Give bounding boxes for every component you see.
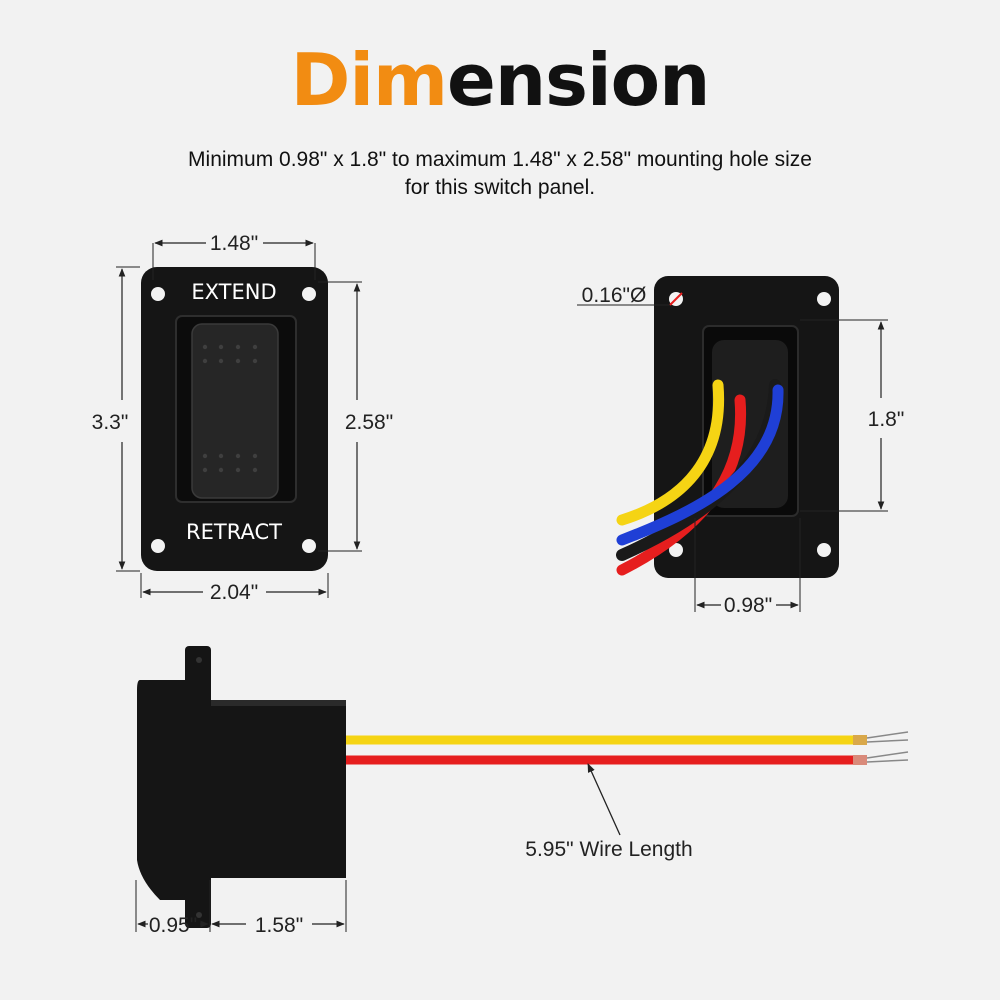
back-mount-hole-br	[817, 543, 831, 557]
back-mount-hole-bl	[669, 543, 683, 557]
page-title: Dimension	[0, 38, 1000, 122]
dim-back-width: 0.98"	[724, 594, 772, 617]
side-view: 5.95" Wire Length 0.95" 1.58"	[135, 646, 909, 937]
rocker-grip-dots	[202, 344, 258, 473]
side-switch-body	[211, 700, 346, 878]
back-wire-bundle	[616, 379, 784, 576]
front-mount-hole-br	[302, 539, 316, 553]
dim-back-height: 1.8"	[868, 408, 905, 431]
retract-label: RETRACT	[186, 520, 282, 544]
dim-front-bottom: 2.04"	[210, 581, 258, 604]
dim-front-right: 2.58"	[345, 411, 393, 434]
side-rocker-cap	[137, 680, 187, 900]
dim-front-top: 1.48"	[210, 232, 258, 255]
subtitle-line-1: Minimum 0.98" x 1.8" to maximum 1.48" x …	[188, 148, 812, 171]
front-mount-hole-tl	[151, 287, 165, 301]
title-part-black: ension	[447, 38, 710, 122]
subtitle-line-2: for this switch panel.	[404, 176, 596, 199]
dim-side-depth: 0.95"	[149, 914, 197, 937]
front-mount-hole-tr	[302, 287, 316, 301]
dim-front-left: 3.3"	[92, 411, 129, 434]
dim-back-hole: 0.16"Ø	[582, 284, 647, 307]
subtitle: Minimum 0.98" x 1.8" to maximum 1.48" x …	[60, 146, 940, 202]
extend-label: EXTEND	[191, 280, 276, 304]
dim-side-body: 1.58"	[255, 914, 303, 937]
side-panel-plate	[185, 646, 211, 928]
wire-length-label: 5.95" Wire Length	[525, 838, 692, 861]
back-wire-blue	[616, 384, 784, 546]
front-mount-hole-bl	[151, 539, 165, 553]
back-wire-yellow	[616, 379, 725, 526]
back-mount-hole-tr	[817, 292, 831, 306]
front-view: EXTEND RETRACT 1.48" 3.3" 2.58" 2.04"	[92, 232, 393, 604]
title-part-orange: Dim	[290, 38, 448, 122]
back-view: 0.16"Ø 1.8" 0.98"	[577, 276, 904, 617]
